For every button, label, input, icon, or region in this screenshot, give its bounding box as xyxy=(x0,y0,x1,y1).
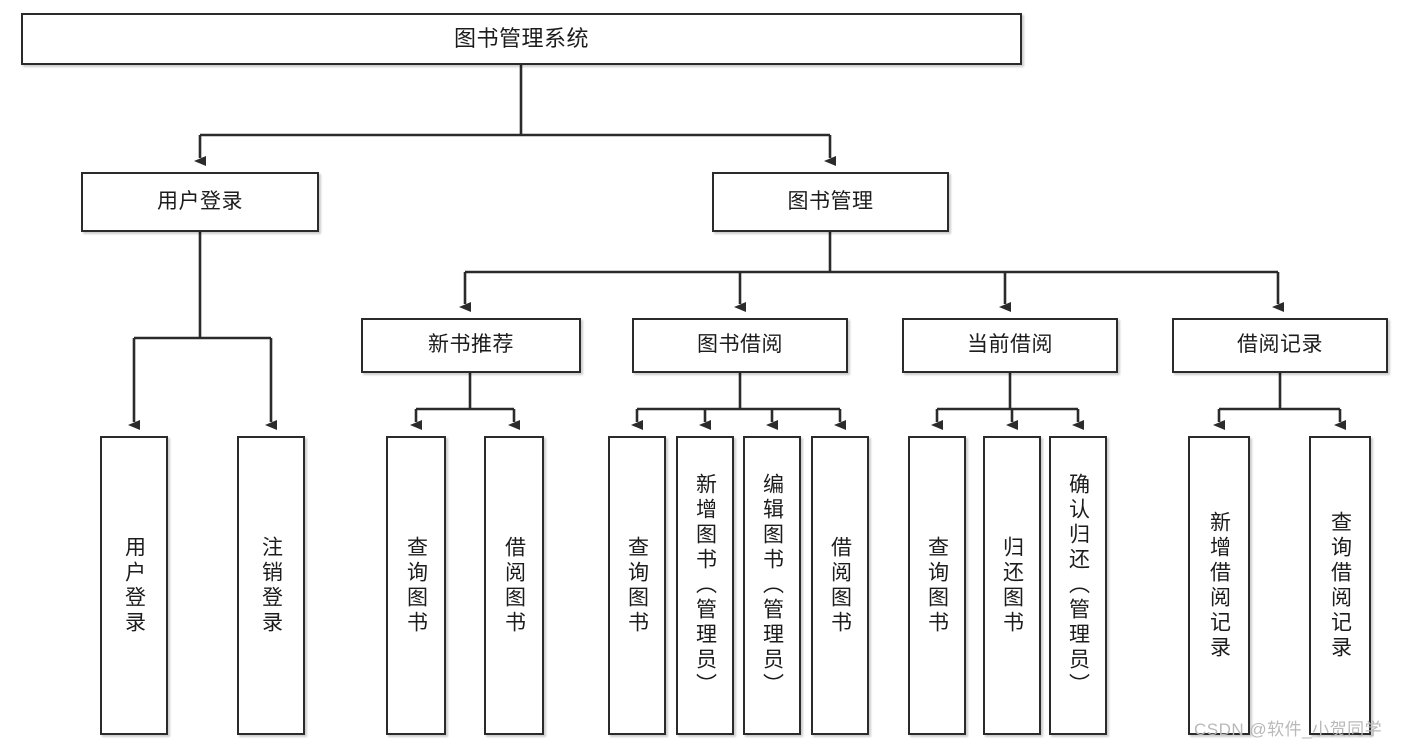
node-label: 图书管理系统 xyxy=(453,25,589,51)
connector-lines xyxy=(128,65,1346,430)
node-level2-4[interactable]: 借阅记录 xyxy=(1172,318,1388,373)
node-leaf-5[interactable]: 查询图书 xyxy=(608,436,666,735)
node-root-system[interactable]: 图书管理系统 xyxy=(21,13,1022,65)
node-label: 图书管理 xyxy=(787,189,874,213)
node-leaf-4[interactable]: 借阅图书 xyxy=(484,436,544,735)
node-leaf-12[interactable]: 新增借阅记录 xyxy=(1188,436,1250,735)
node-leaf-7[interactable]: 编辑图书（管理员） xyxy=(743,436,801,735)
node-label: 查询借阅记录 xyxy=(1328,510,1352,661)
node-label: 注销登录 xyxy=(259,535,283,636)
node-label: 查询图书 xyxy=(625,535,649,636)
node-leaf-11[interactable]: 确认归还（管理员） xyxy=(1049,436,1107,735)
node-label: 查询图书 xyxy=(404,535,428,636)
node-leaf-1[interactable]: 用户登录 xyxy=(100,436,168,735)
node-label: 新增借阅记录 xyxy=(1207,510,1231,661)
node-label: 归还图书 xyxy=(1000,535,1024,636)
node-level1-1[interactable]: 用户登录 xyxy=(81,172,319,232)
node-label: 查询图书 xyxy=(925,535,949,636)
node-level2-2[interactable]: 图书借阅 xyxy=(632,318,848,373)
node-leaf-8[interactable]: 借阅图书 xyxy=(811,436,869,735)
node-label: 确认归还（管理员） xyxy=(1066,473,1090,698)
node-label: 当前借阅 xyxy=(967,333,1053,357)
node-leaf-13[interactable]: 查询借阅记录 xyxy=(1309,436,1371,735)
node-label: 编辑图书（管理员） xyxy=(760,473,784,698)
node-label: 新增图书（管理员） xyxy=(693,473,717,698)
node-level2-1[interactable]: 新书推荐 xyxy=(361,318,581,373)
node-label: 新书推荐 xyxy=(428,333,514,357)
node-label: 借阅记录 xyxy=(1237,333,1323,357)
node-leaf-2[interactable]: 注销登录 xyxy=(237,436,305,735)
node-label: 借阅图书 xyxy=(502,535,526,636)
node-level2-3[interactable]: 当前借阅 xyxy=(902,318,1118,373)
node-level1-2[interactable]: 图书管理 xyxy=(712,172,949,232)
node-leaf-3[interactable]: 查询图书 xyxy=(386,436,446,735)
node-label: 图书借阅 xyxy=(697,333,783,357)
node-label: 用户登录 xyxy=(157,189,243,213)
node-leaf-6[interactable]: 新增图书（管理员） xyxy=(676,436,734,735)
node-leaf-9[interactable]: 查询图书 xyxy=(908,436,966,735)
node-label: 用户登录 xyxy=(122,535,146,636)
node-leaf-10[interactable]: 归还图书 xyxy=(983,436,1041,735)
node-label: 借阅图书 xyxy=(828,535,852,636)
